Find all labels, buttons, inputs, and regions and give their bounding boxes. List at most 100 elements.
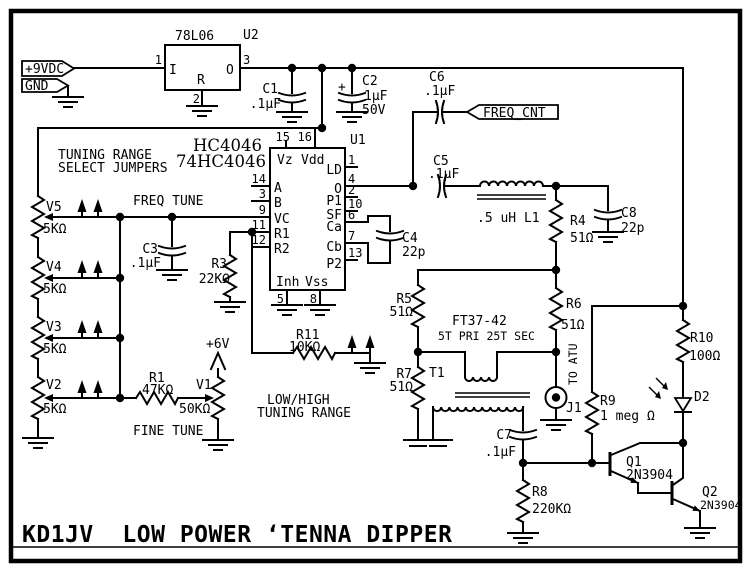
note-freq-tune: FREQ TUNE <box>133 194 203 209</box>
c5-value: .1µF <box>428 167 459 182</box>
u1-pin6-num: 6 <box>348 208 355 222</box>
jumper-pin <box>92 259 104 279</box>
u1-pin16-name: Vdd <box>301 153 324 168</box>
junction-dot <box>287 63 297 73</box>
regulator-pin1: 1 <box>155 53 162 67</box>
c7-value: .1µF <box>485 445 516 460</box>
u1-pinVC-name: VC <box>274 212 290 227</box>
jumper-pin <box>76 259 88 279</box>
u1-pin14-num: 14 <box>252 172 266 186</box>
u1-pinSF-name: SF <box>326 208 342 223</box>
jumper-pin <box>92 198 104 218</box>
t1-ref: T1 <box>429 366 445 381</box>
v1-ref: V1 <box>196 378 212 393</box>
j1-ref: J1 <box>566 401 582 416</box>
v6-arrow <box>209 350 227 371</box>
u1-pin11-num: 11 <box>252 218 266 232</box>
wiper-arrow-v1 <box>205 394 214 402</box>
note-select-jumpers: SELECT JUMPERS <box>58 161 168 176</box>
u1-part: 74HC4046 <box>176 152 266 171</box>
ground-symbol <box>540 419 572 431</box>
ground-symbol <box>507 532 539 544</box>
note-low-high: LOW/HIGH <box>267 393 330 408</box>
t1-primary <box>463 375 499 382</box>
led-d2 <box>648 377 693 413</box>
wiper-arrow-v3 <box>44 334 53 342</box>
ground-symbol <box>592 231 624 243</box>
u1-pin8-name: Vss <box>305 275 328 290</box>
ground-symbol <box>684 527 716 539</box>
v5-ref: V5 <box>46 200 62 215</box>
u1-pinO-name: O <box>334 182 342 197</box>
junction-dot <box>347 63 357 73</box>
ground-symbol <box>202 439 234 451</box>
ground-symbol <box>214 301 246 313</box>
resistor-r5 <box>411 284 425 328</box>
r1-ref: R1 <box>149 371 165 386</box>
r6-ref: R6 <box>566 297 582 312</box>
q2-ref: Q2 <box>702 485 718 500</box>
regulator-in: I <box>169 63 177 78</box>
regulator-pin3: 3 <box>243 53 250 67</box>
junction-dot <box>317 123 327 133</box>
resistor-r4 <box>549 199 563 243</box>
r1-value: 47KΩ <box>142 383 173 398</box>
regulator-pin2: 2 <box>193 92 200 106</box>
u1-pin10-num: 10 <box>348 197 362 211</box>
ground-symbol <box>354 362 386 374</box>
output-section: C6 .1µF FREQ_CNT C5 .1µF .5 uH L1 C8 22p… <box>390 70 645 441</box>
ic-body <box>269 147 346 291</box>
u1-ref: U1 <box>350 133 366 148</box>
u1-pin5-num: 5 <box>277 292 284 306</box>
ground-symbol <box>403 439 453 447</box>
c6-value: .1µF <box>424 84 455 99</box>
u1-pin4-num: 4 <box>348 172 355 186</box>
ground-symbol <box>276 111 308 123</box>
capacitor-c8 <box>594 209 622 221</box>
resistor-r10 <box>676 319 690 363</box>
c4-ref: C4 <box>402 231 418 246</box>
r11-value: 10KΩ <box>289 340 320 355</box>
junction-dot <box>587 458 597 468</box>
jumper-pin <box>76 379 88 399</box>
r10-ref: R10 <box>690 331 713 346</box>
t1-windings: 5T PRI 25T SEC <box>438 329 535 343</box>
regulator-part: 78L06 <box>175 29 214 44</box>
r8-ref: R8 <box>532 485 548 500</box>
u1-pin2-num: 2 <box>348 183 355 197</box>
inductor-l1 <box>478 180 545 188</box>
r6-value: 51Ω <box>561 318 585 333</box>
junction-dot <box>115 273 125 283</box>
v4-ref: V4 <box>46 260 62 275</box>
c2-rating: 50V <box>362 103 386 118</box>
note-fine-tune: FINE TUNE <box>133 424 203 439</box>
r7-ref: R7 <box>396 367 412 382</box>
c5-ref: C5 <box>433 154 449 169</box>
r9-ref: R9 <box>600 394 616 409</box>
wiper-arrow-v4 <box>44 274 53 282</box>
schematic-border <box>8 8 743 564</box>
ground-symbol <box>156 269 188 281</box>
range-section: R3 22KΩ R11 10KΩ LOW/HIGH TUNING RANGE <box>199 227 386 421</box>
u1-pinP1-name: P1 <box>326 194 342 209</box>
c8-value: 22p <box>621 221 645 236</box>
note-tuning-range-2: TUNING RANGE <box>257 406 351 421</box>
c2-plus: + <box>338 80 346 95</box>
tuning-section: TUNING RANGE SELECT JUMPERS FREQ TUNE <box>22 123 327 451</box>
u1-pinR1-name: R1 <box>274 227 290 242</box>
r7-value: 51Ω <box>390 380 414 395</box>
r10-value: 100Ω <box>689 349 720 364</box>
r3-value: 22KΩ <box>199 272 230 287</box>
jumper-pin <box>92 379 104 399</box>
c3-ref: C3 <box>142 242 158 257</box>
u1-pinLD-name: LD <box>326 163 342 178</box>
c1-value: .1µF <box>250 97 281 112</box>
net-label-freq-cnt: FREQ_CNT <box>483 106 546 121</box>
transistor-q1 <box>608 442 684 494</box>
j1-label: TO ATU <box>566 343 580 385</box>
v1-value: 50KΩ <box>179 402 210 417</box>
resistor-r8 <box>516 479 530 523</box>
ground-symbol <box>52 96 84 108</box>
u1-pin5-name: Inh <box>276 275 299 290</box>
